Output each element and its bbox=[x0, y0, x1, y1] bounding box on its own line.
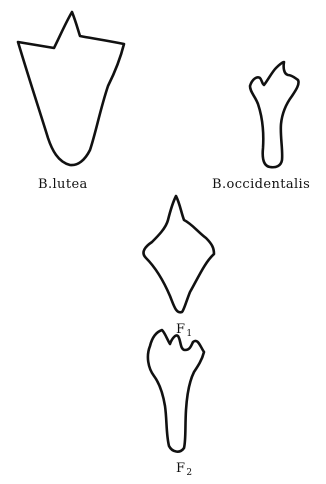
label-b-lutea: B.lutea bbox=[38, 178, 88, 191]
leaf-outline-occidentalis bbox=[250, 62, 299, 167]
label-text-occidentalis: B.occidentalis bbox=[212, 177, 310, 192]
label-subscript-f1: 1 bbox=[186, 329, 192, 339]
label-b-occidentalis: B.occidentalis bbox=[212, 178, 310, 191]
label-text-f2: F bbox=[176, 461, 185, 476]
leaf-outline-lutea bbox=[18, 12, 124, 165]
label-text-f1: F bbox=[176, 322, 185, 337]
leaf-outline-f1 bbox=[144, 196, 214, 312]
leaf-outline-f2 bbox=[148, 330, 204, 452]
label-f1: F1 bbox=[176, 323, 193, 339]
label-text-lutea: B.lutea bbox=[38, 177, 88, 192]
label-f2: F2 bbox=[176, 462, 193, 478]
label-subscript-f2: 2 bbox=[186, 468, 192, 478]
